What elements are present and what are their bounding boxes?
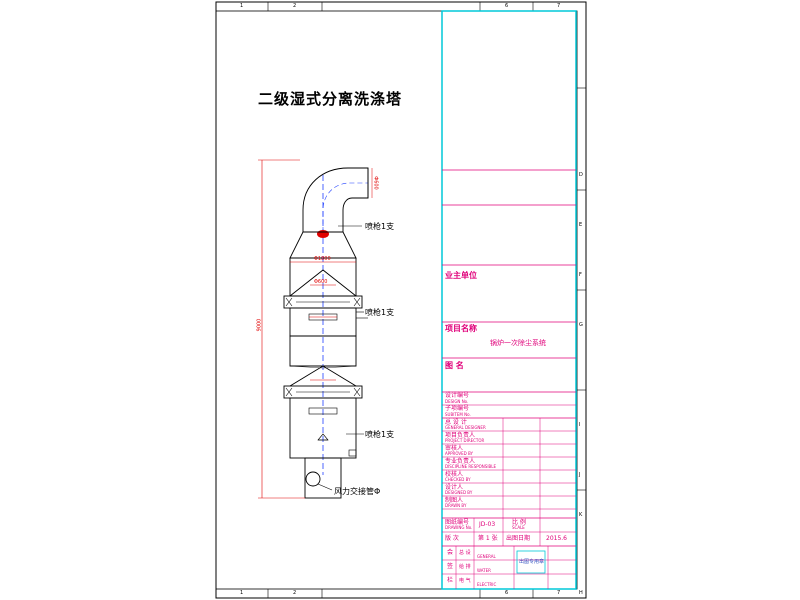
leader-inlet [317,483,333,491]
client-label: 业主单位 [445,271,477,280]
note-spray-mid: 喷枪1支 [365,308,395,317]
role-discipline: 专业负责人 [445,458,476,465]
scale-label: 比 例 [512,519,526,526]
zone-H: H [579,590,583,596]
approval-stamp [516,550,546,574]
top-tick-1: 1 [240,3,244,9]
zone-G: G [579,322,583,328]
dim-pipe: Φ600 [314,279,328,285]
drawing-num-label: 图纸编号 [445,519,470,526]
inner-border [215,10,578,590]
zone-D: D [579,172,583,178]
bottom-tick-6: 6 [505,590,509,596]
scale-sub: SCALE [512,525,525,530]
sign-row-1-b: 总 设 [459,550,471,556]
zone-J: J [579,472,581,478]
design-no-label: 设计编号 [445,392,470,399]
subitem-no-sub: SUBITEM No. [445,412,471,417]
note-spray-low: 喷枪1支 [365,430,395,439]
subitem-no-label: 子项编号 [445,405,470,412]
design-no-sub: DESIGN No. [445,399,469,404]
role-discipline-en: DISCIPLINE RESPONSIBLE [445,464,496,469]
inlet-elbow [302,167,369,232]
role-project-director-en: PROJECT DIRECTOR [445,438,485,443]
dim-top-width: Φ1800 [314,256,331,262]
sheet-label: 第 1 张 [478,535,498,542]
role-drawn-by-en: DRAWN BY [445,503,467,508]
sign-row-2-c: WATER [477,568,491,573]
stamp-text: 出图专用章 [519,559,545,565]
version-label: 版 次 [445,535,459,542]
top-tick-2: 2 [293,3,297,9]
drawing-title: 二级湿式分离洗涤塔 [258,90,403,108]
role-approved-by: 审核人 [445,445,464,452]
role-drawn-by: 制图人 [445,497,464,504]
sign-row-2-a: 签 [447,563,454,570]
note-inlet: 风力交接管Φ [334,487,381,496]
bottom-tick-1: 1 [240,590,244,596]
role-approved-by-en: APPROVED BY [445,451,474,456]
role-project-director: 项目负责人 [445,432,476,439]
note-spray-top: 喷枪1支 [365,222,395,231]
role-checked-by-en: CHECKED BY [445,477,471,482]
role-designed-by: 设计人 [445,484,464,491]
sign-row-1-c: GENERAL [477,554,496,559]
role-designed-by-en: DESIGNED BY [445,490,473,495]
outlet-pipe [304,457,342,499]
bottom-tick-2: 2 [293,590,297,596]
zone-K: K [579,512,583,518]
dim-overall-height: 9000 [256,318,263,332]
zone-F: F [579,272,582,278]
issue-date-value: 2015.6 [546,535,567,542]
sign-row-2-b: 给 排 [459,564,471,570]
bottom-tick-7: 7 [557,590,561,596]
inlet-port [305,471,321,487]
drawing-name-label: 图 名 [445,361,464,370]
project-name: 锅炉一次除尘系统 [490,339,546,347]
sign-row-3-b: 电 气 [459,578,471,584]
drawing-num-value: JD-03 [479,521,496,528]
project-label: 项目名称 [445,324,477,333]
spray-nozzle-top [317,230,329,238]
sign-row-1-a: 会 [447,549,454,556]
sign-row-3-c: ELECTRIC [477,582,497,587]
issue-date-label: 出图日期 [506,535,531,542]
zone-E: E [579,222,583,228]
sign-row-3-a: 栏 [447,577,454,584]
drawing-num-sub: DRAWING No. [445,525,473,530]
top-tick-7: 7 [557,3,561,9]
zone-I: I [579,422,581,428]
top-tick-6: 6 [505,3,509,9]
role-general-designer-en: GENERAL DESIGNER [445,425,486,430]
title-block-frame [441,10,577,590]
role-checked-by: 校核人 [445,471,464,478]
dim-elbow: Φ600 [372,176,379,190]
role-general-designer: 总 设 计 [445,419,467,426]
